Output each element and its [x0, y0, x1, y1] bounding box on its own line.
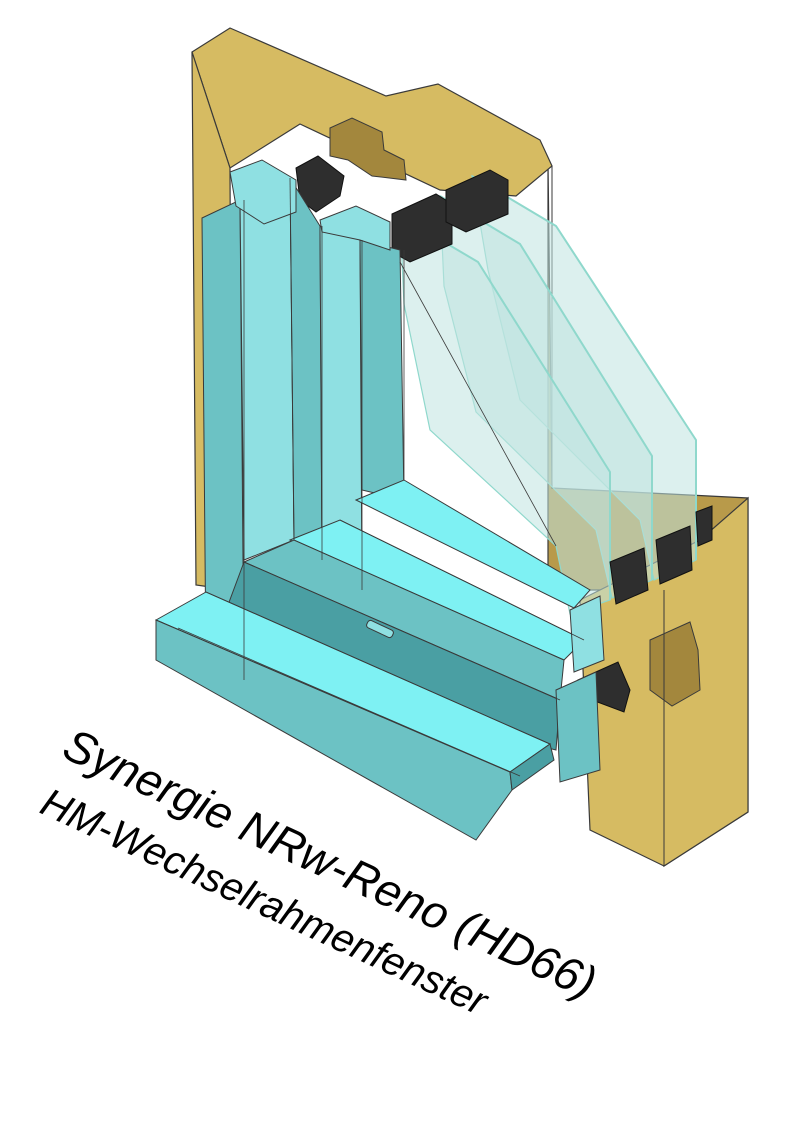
spacer-bottom-1: [609, 547, 649, 605]
wood-notch-right: [649, 621, 701, 707]
alu-sill-end-profile-2: [569, 595, 605, 673]
alu-vertical-2: [239, 177, 295, 561]
alu-vertical-5: [359, 239, 405, 501]
spacer-top-2: [445, 169, 509, 233]
alu-vertical-3: [289, 176, 323, 561]
gaskets: [295, 155, 713, 713]
glass-edge-1: [471, 175, 697, 560]
aluminium-profiles: [154, 159, 605, 841]
spacer-right-end: [695, 505, 713, 547]
detail-lines: [155, 177, 585, 777]
alu-sill-end-profile: [555, 671, 601, 783]
alu-sill-bright: [354, 479, 591, 609]
slot-icon: [366, 619, 394, 639]
wood-notch-top: [329, 117, 407, 181]
spacer-bottom-2: [655, 525, 693, 585]
alu-drip-board-end: [509, 743, 555, 791]
alu-top-cap: [229, 159, 297, 225]
